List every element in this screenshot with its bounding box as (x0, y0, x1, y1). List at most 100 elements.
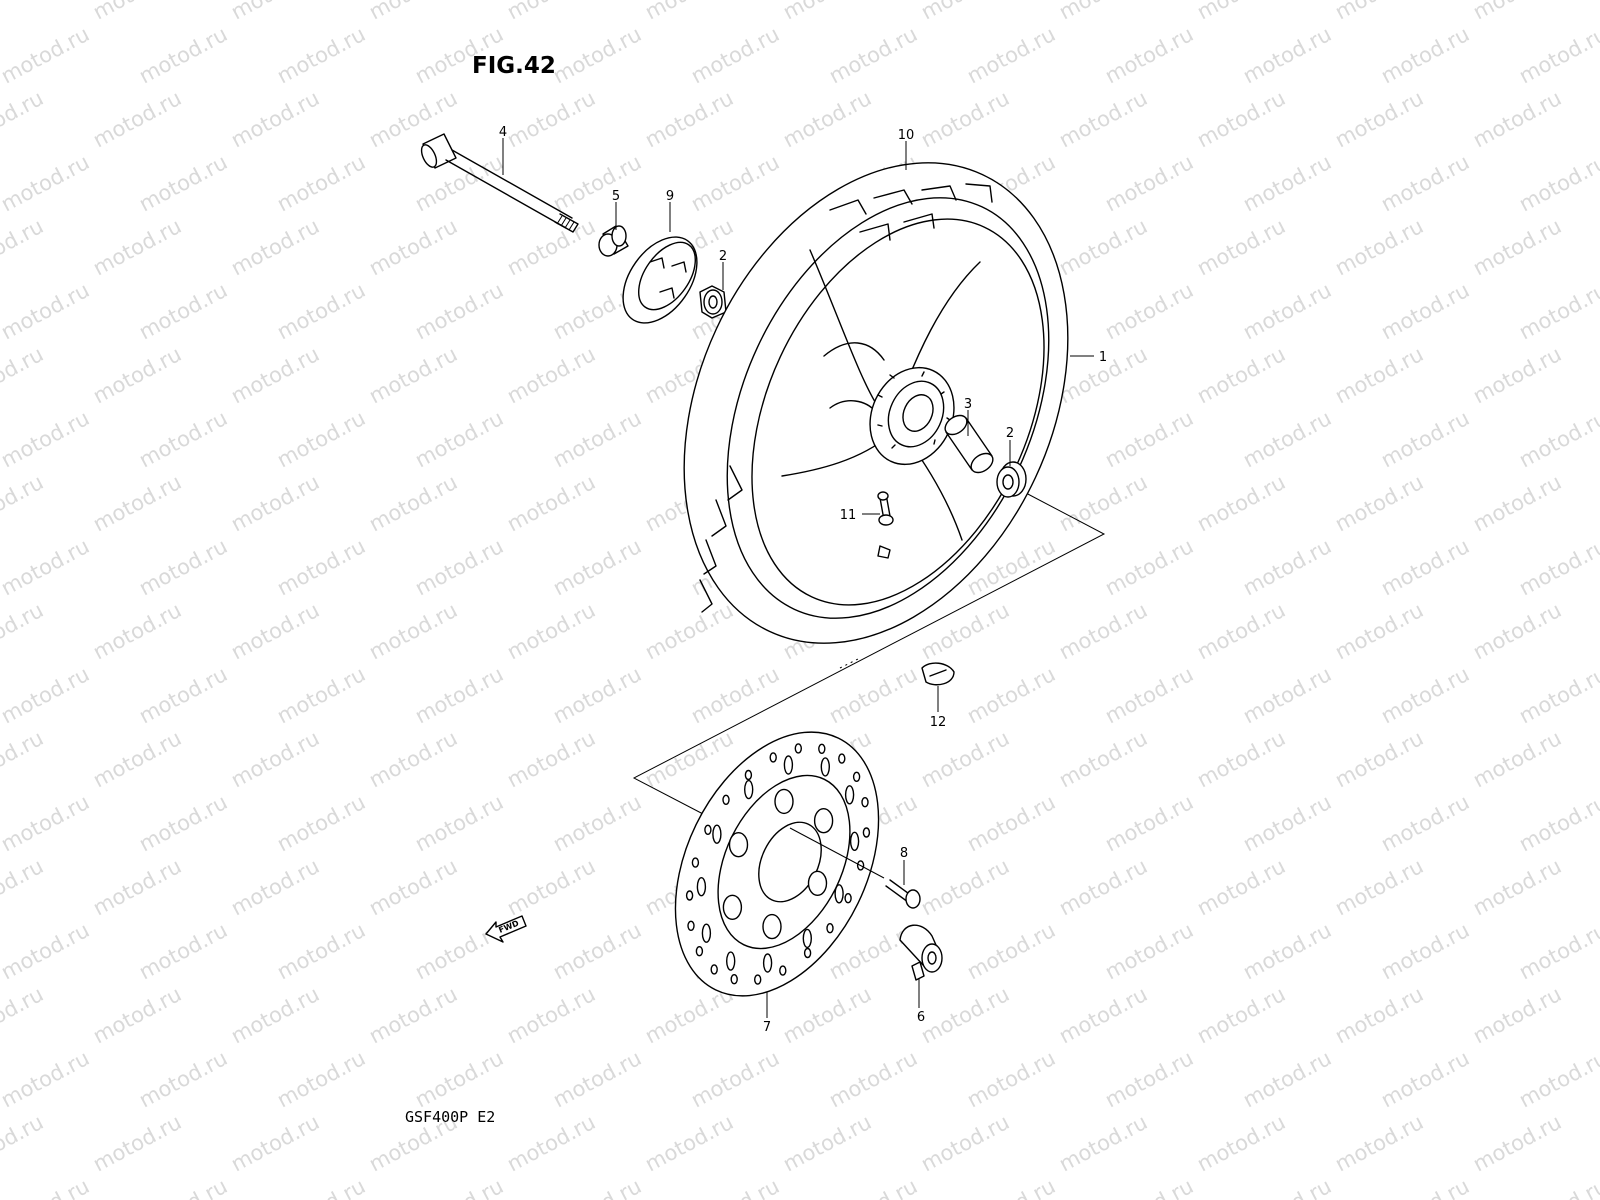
watermark-text: motod.ru (411, 1174, 507, 1200)
watermark-text: motod.ru (779, 1110, 875, 1176)
watermark-text: motod.ru (89, 86, 185, 152)
watermark-text: motod.ru (1331, 470, 1427, 536)
watermark-text: motod.ru (1193, 214, 1289, 280)
watermark-text: motod.ru (1239, 150, 1335, 216)
watermark-text: motod.ru (1331, 342, 1427, 408)
watermark-text: motod.ru (365, 342, 461, 408)
disc-vent-hole (722, 794, 730, 805)
watermark-text: motod.ru (1515, 150, 1600, 216)
watermark-text: motod.ru (1377, 406, 1473, 472)
disc-vent-hole (783, 755, 794, 775)
disc-vent-hole (726, 951, 736, 971)
watermark-text: motod.ru (0, 22, 93, 88)
watermark-text: motod.ru (0, 1046, 93, 1112)
part-retainer (622, 236, 698, 324)
watermark-text: motod.ru (1377, 278, 1473, 344)
disc-vent-hole (696, 877, 707, 897)
watermark-text: motod.ru (549, 22, 645, 88)
watermark-text: motod.ru (963, 790, 1059, 856)
watermark-text: motod.ru (549, 534, 645, 600)
part-speedo-gearbox (899, 924, 943, 981)
watermark-text: motod.ru (135, 150, 231, 216)
watermark-text: motod.ru (1515, 1046, 1600, 1112)
watermark-text: motod.ru (273, 22, 369, 88)
assembly-guide-lines (632, 491, 1106, 816)
watermark-text: motod.ru (963, 1046, 1059, 1112)
watermark-text: motod.ru (549, 918, 645, 984)
watermark-text: motod.ru (365, 982, 461, 1048)
watermark-text: motod.ru (89, 1110, 185, 1176)
watermark-text: motod.ru (135, 278, 231, 344)
watermark-text: motod.ru (1239, 790, 1335, 856)
watermark-text: motod.ru (227, 86, 323, 152)
disc-vent-hole (701, 923, 712, 943)
callout-1: 1 (1099, 350, 1107, 365)
disc-vent-hole (862, 827, 871, 838)
disc-vent-hole (774, 788, 794, 815)
watermark-text: motod.ru (411, 1046, 507, 1112)
watermark-text: motod.ru (1469, 598, 1565, 664)
watermark-text: motod.ru (0, 470, 47, 536)
watermark-text: motod.ru (1377, 22, 1473, 88)
watermark-text: motod.ru (1193, 0, 1289, 24)
watermark-text: motod.ru (825, 22, 921, 88)
watermark-text: motod.ru (273, 1046, 369, 1112)
watermark-text: motod.ru (1055, 470, 1151, 536)
watermark-text: motod.ru (917, 982, 1013, 1048)
watermark-text: motod.ru (89, 0, 185, 24)
watermark-text: motod.ru (227, 214, 323, 280)
watermark-text: motod.ru (0, 406, 93, 472)
watermark-text: motod.ru (1469, 982, 1565, 1048)
disc-vent-hole (704, 824, 712, 835)
watermark-text: motod.ru (1331, 214, 1427, 280)
watermark-text: motod.ru (273, 278, 369, 344)
part-spacer-long (944, 414, 994, 474)
watermark-text: motod.ru (0, 598, 47, 664)
watermark-text: motod.ru (135, 22, 231, 88)
watermark-text: motod.ru (1055, 1110, 1151, 1176)
callout-3: 3 (964, 397, 972, 412)
disc-vent-hole (813, 808, 834, 834)
disc-vent-hole (844, 893, 852, 904)
watermark-text: motod.ru (1331, 982, 1427, 1048)
watermark-text: motod.ru (503, 1110, 599, 1176)
watermark-text: motod.ru (135, 918, 231, 984)
disc-vent-hole (807, 870, 828, 896)
figure-title: FIG.42 (472, 53, 556, 79)
watermark-text: motod.ru (1515, 534, 1600, 600)
watermark-text: motod.ru (917, 598, 1013, 664)
watermark-text: motod.ru (89, 982, 185, 1048)
disc-vent-hole (834, 884, 844, 904)
callout-4: 4 (499, 125, 507, 140)
disc-vent-hole (803, 947, 812, 959)
watermark-text: motod.ru (411, 278, 507, 344)
part-bolt (885, 879, 921, 909)
watermark-text: motod.ru (917, 86, 1013, 152)
watermark-text: motod.ru (641, 1110, 737, 1176)
watermark-text: motod.ru (503, 598, 599, 664)
watermark-text: motod.ru (0, 854, 47, 920)
watermark-text: motod.ru (1101, 790, 1197, 856)
watermark-text: motod.ru (0, 918, 93, 984)
watermark-text: motod.ru (1515, 918, 1600, 984)
watermark-text: motod.ru (917, 1110, 1013, 1176)
callout-labels: 4 5 9 2 10 1 3 2 11 12 8 6 7 (499, 125, 1107, 1035)
watermark-text: motod.ru (273, 1174, 369, 1200)
watermark-text: motod.ru (0, 86, 47, 152)
watermark-text: motod.ru (549, 1046, 645, 1112)
watermark-text: motod.ru (1193, 598, 1289, 664)
watermark-text: motod.ru (1239, 534, 1335, 600)
watermark-text: motod.ru (549, 150, 645, 216)
watermark-text: motod.ru (963, 918, 1059, 984)
watermark-text: motod.ru (0, 790, 93, 856)
watermark-text: motod.ru (1239, 918, 1335, 984)
watermark-text: motod.ru (0, 662, 93, 728)
callout-6: 6 (917, 1010, 925, 1025)
watermark-text: motod.ru (687, 22, 783, 88)
watermark-text: motod.ru (917, 726, 1013, 792)
disc-vent-hole (820, 757, 830, 777)
part-spacer (598, 225, 629, 257)
disc-vent-hole (779, 965, 787, 976)
watermark-text: motod.ru (1239, 278, 1335, 344)
watermark-text: motod.ru (1377, 918, 1473, 984)
